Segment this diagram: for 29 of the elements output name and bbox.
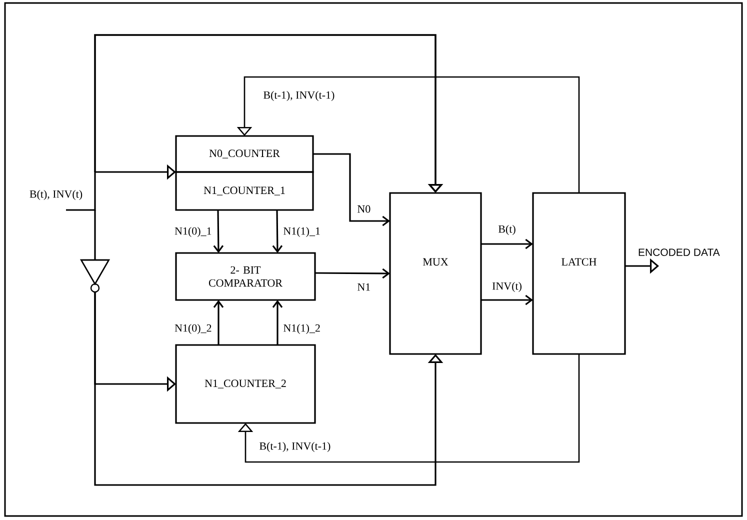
comparator-box: 2- BIT COMPARATOR	[175, 252, 316, 301]
counter-box: N1_COUNTER_2	[175, 344, 316, 424]
edge-label: N1(0)_1	[174, 226, 213, 238]
edge-label: B(t-1), INV(t-1)	[258, 441, 332, 453]
connector	[315, 268, 390, 279]
edge-label: N1	[356, 282, 372, 292]
edge-label: N0	[356, 204, 372, 214]
edge-label: B(t-1), INV(t-1)	[262, 90, 336, 102]
edge-label: INV(t)	[491, 281, 523, 293]
connector	[313, 153, 390, 226]
edge-label: N1(1)_2	[282, 323, 322, 335]
edge-label: N1(1)_1	[282, 226, 322, 238]
mux-box: MUX	[389, 192, 482, 355]
connector	[238, 354, 580, 463]
connector	[272, 300, 283, 345]
connector	[94, 210, 96, 260]
output-label: ENCODED DATA	[638, 248, 720, 256]
input-label: B(t), INV(t)	[30, 190, 82, 200]
connector	[213, 300, 224, 345]
edge-label: B(t)	[497, 224, 517, 236]
latch-box: LATCH	[532, 192, 626, 355]
connector	[481, 294, 533, 306]
counter-box: N0_COUNTER	[175, 135, 314, 173]
counter-box: N1_COUNTER_1	[175, 171, 314, 211]
connector	[272, 210, 283, 253]
edge-label: N1(0)_2	[174, 323, 213, 335]
connector	[66, 164, 176, 211]
connector	[481, 238, 533, 250]
connector	[213, 210, 224, 253]
